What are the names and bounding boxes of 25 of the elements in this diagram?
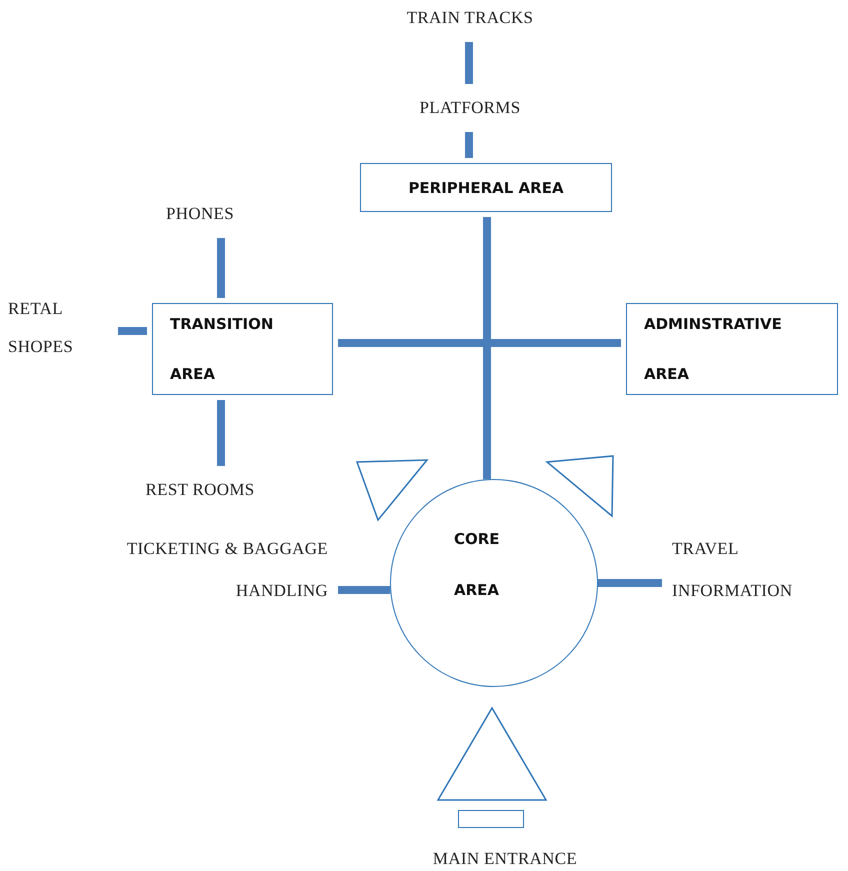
connector-bar xyxy=(465,42,473,84)
area-box xyxy=(152,303,333,395)
connector-bar xyxy=(118,327,147,335)
connector-bar xyxy=(483,217,491,480)
space-label: TRAIN TRACKS xyxy=(395,4,545,32)
space-label: TRAVEL INFORMATION xyxy=(672,528,846,612)
area-box xyxy=(626,303,838,395)
entrance-rect xyxy=(458,810,524,828)
space-label: RETAL SHOPES xyxy=(8,290,108,366)
area-label: ADMINSTRATIVE AREA xyxy=(644,314,783,385)
connector-bar xyxy=(338,339,621,347)
area-label: TRANSITION AREA xyxy=(170,314,274,385)
space-label: PHONES xyxy=(150,200,250,228)
area-box xyxy=(360,163,612,212)
space-label: PLATFORMS xyxy=(405,94,535,122)
connector-bar xyxy=(338,586,390,594)
connector-bar xyxy=(217,238,225,298)
space-label: MAIN ENTRANCE xyxy=(405,846,605,871)
connector-bar xyxy=(465,132,473,158)
area-label: CORE AREA xyxy=(454,529,501,601)
connector-bar xyxy=(598,579,662,587)
connector-bar xyxy=(217,400,225,466)
area-label: PERIPHERAL AREA xyxy=(408,178,564,198)
space-label: REST ROOMS xyxy=(120,476,280,504)
space-label: TICKETING & BAGGAGE HANDLING xyxy=(66,528,328,612)
